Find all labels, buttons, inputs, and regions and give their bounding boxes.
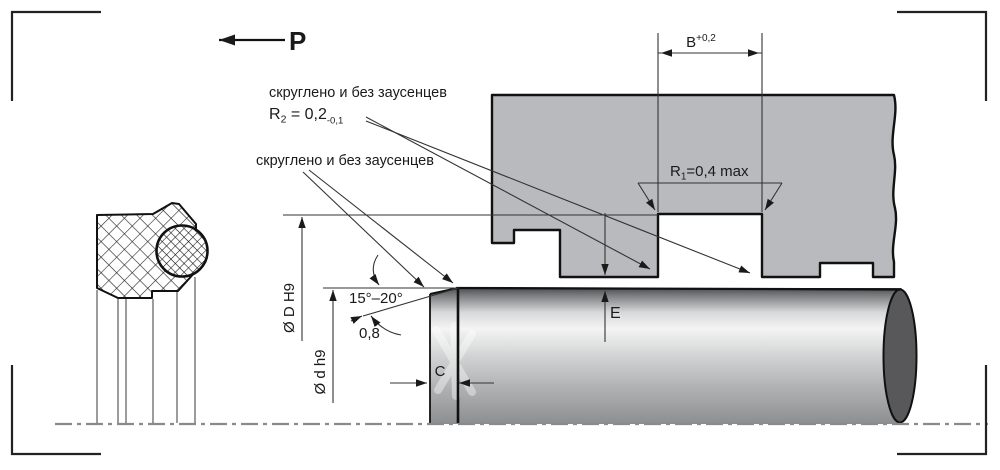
frame-corner-top-right <box>897 10 988 101</box>
roughness-label: 0,8 <box>359 325 380 342</box>
angle-arc-arrow <box>369 254 380 286</box>
c-dimension: C <box>390 363 494 387</box>
frame-corner-bottom-right <box>897 365 988 456</box>
rod-top-edge <box>455 286 903 291</box>
rod-diameter-dimension: Ø d h9 <box>312 287 459 403</box>
o-ring-hatch <box>155 224 209 278</box>
rod-chamfer-band <box>430 288 458 424</box>
leader-arrow <box>637 182 656 211</box>
pressure-arrow-group: P <box>219 26 306 56</box>
note-rounded-2: скруглено и без заусенцев <box>256 153 434 169</box>
leader-arrow <box>764 182 783 211</box>
c-dimension-label: C <box>435 363 446 380</box>
rod-end-face <box>882 288 918 424</box>
bore-diameter-label: Ø D H9 <box>281 283 298 333</box>
chamfer-angle-label: 15°–20° <box>349 290 403 307</box>
leader-arrow <box>365 116 651 270</box>
r1-label: R1=0,4 max <box>670 163 749 183</box>
leader-arrow <box>365 120 751 274</box>
b-dimension-label: B+0,2 <box>686 33 716 51</box>
chamfer-annotation: 15°–20° 0,8 <box>349 254 459 342</box>
e-dimension-label: E <box>610 305 621 322</box>
chamfer-line-end-arrow <box>350 315 363 324</box>
e-dimension: E <box>601 213 621 342</box>
rod-body <box>458 288 901 424</box>
leader-arrow <box>308 169 454 284</box>
pressure-label: P <box>289 26 306 56</box>
r2-label: R2 = 0,2-0,1 <box>269 106 343 127</box>
frame-corner-marks <box>10 10 988 456</box>
seal-cross-section <box>96 202 209 423</box>
rod <box>429 286 918 424</box>
rod-diameter-label: Ø d h9 <box>312 349 329 394</box>
b-dimension <box>657 33 763 212</box>
note-rounded-2-group: скруглено и без заусенцев <box>256 153 454 288</box>
note-rounded-1-group: скруглено и без заусенцев R2 = 0,2-0,1 <box>269 85 751 274</box>
bore-diameter-dimension: Ø D H9 <box>281 214 658 341</box>
note-rounded-1: скруглено и без заусенцев <box>269 85 447 101</box>
frame-corner-bottom-left <box>10 365 101 456</box>
housing-section <box>490 93 898 279</box>
roughness-leader <box>370 315 402 336</box>
chamfer-extension-line <box>362 287 459 317</box>
frame-corner-top-left <box>10 10 101 101</box>
leader-arrow <box>302 171 425 288</box>
r1-callout: R1=0,4 max <box>637 163 783 211</box>
seal-projection-lines <box>96 277 196 423</box>
